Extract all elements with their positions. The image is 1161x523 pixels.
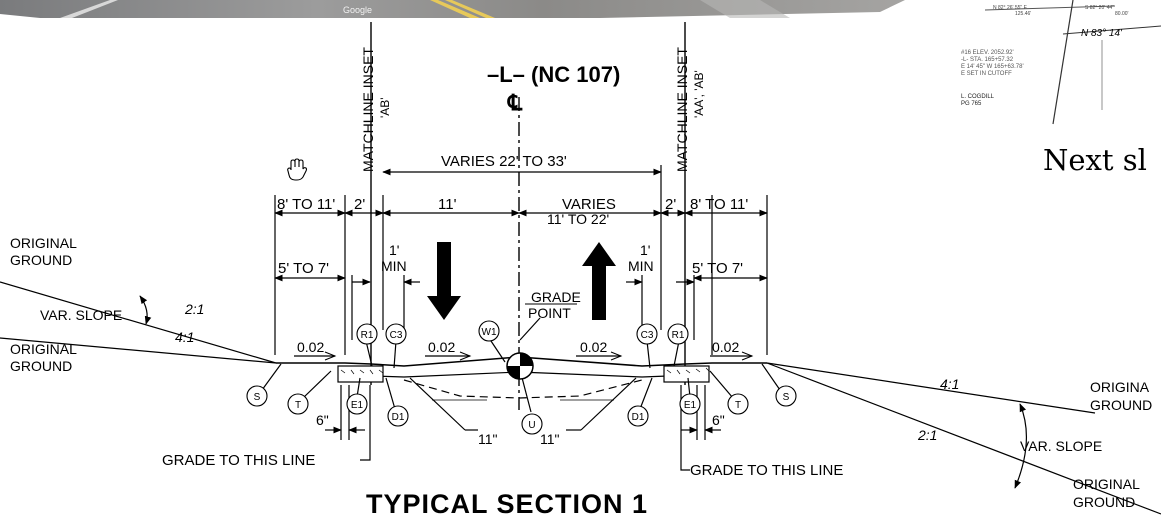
matchline-right-label: MATCHLINE INSET bbox=[674, 47, 690, 172]
slope-right-2to1: 2:1 bbox=[917, 427, 937, 443]
slope-cross-1: 0.02 bbox=[297, 339, 324, 355]
callout-c3-left: C3 bbox=[390, 330, 403, 341]
slope-left-2to1: 2:1 bbox=[184, 301, 204, 317]
dim-left-lane: 11' bbox=[438, 196, 457, 213]
grade-point-2: POINT bbox=[528, 305, 571, 321]
dim-min-right-2: MIN bbox=[628, 258, 654, 274]
dim-varies-total: VARIES 22' TO 33' bbox=[441, 153, 567, 170]
dim-right-sub: 5' TO 7' bbox=[692, 260, 743, 277]
survey-note2: -L- STA. 165+57.32 bbox=[961, 57, 1014, 63]
ground-left-bot-1: ORIGINAL bbox=[10, 341, 77, 357]
grade-point-1: GRADE bbox=[531, 289, 581, 305]
survey-owner: L. COGDILL bbox=[961, 94, 995, 100]
dim-right-shoulder: 8' TO 11' bbox=[690, 196, 748, 213]
survey-line4: 80.00' bbox=[1115, 11, 1129, 17]
dim-six-in-left: 6" bbox=[316, 412, 329, 428]
ground-right-top-2: GROUND bbox=[1090, 397, 1152, 413]
matchline-left-sub: 'AB' bbox=[378, 97, 392, 118]
callout-c3-right: C3 bbox=[641, 330, 654, 341]
matchline-right-sub: 'AA', 'AB' bbox=[692, 70, 706, 118]
dim-right-gutter: 2' bbox=[665, 196, 676, 213]
callout-s-left: S bbox=[254, 392, 261, 403]
ground-right-top-1: ORIGINA bbox=[1090, 379, 1150, 395]
dim-right-varies-range: 11' TO 22' bbox=[547, 211, 609, 227]
slope-right-4to1: 4:1 bbox=[940, 376, 959, 392]
next-slide-preview-text[interactable]: Next sl bbox=[1043, 143, 1147, 177]
centerline-symbol: ℄ bbox=[507, 90, 523, 115]
callout-r1-right: R1 bbox=[672, 330, 685, 341]
slope-cross-3: 0.02 bbox=[580, 339, 607, 355]
slope-cross-2: 0.02 bbox=[428, 339, 455, 355]
ground-right-bot-1: ORIGINAL bbox=[1073, 476, 1140, 492]
matchline-left-label: MATCHLINE INSET bbox=[360, 47, 376, 172]
ground-left-top-2: GROUND bbox=[10, 252, 72, 268]
drawing-title: TYPICAL SECTION 1 bbox=[366, 489, 648, 519]
dim-six-in-right: 6" bbox=[712, 412, 725, 428]
aerial-photo: Google bbox=[0, 0, 905, 18]
survey-line1: N 82° 26' 55" E bbox=[993, 5, 1028, 11]
dim-right-varies: VARIES bbox=[562, 196, 616, 213]
survey-inset-thumbnail: N 82° 26' 55" E 125.46' S 82° 20' 44" 80… bbox=[955, 0, 1161, 128]
callout-w1: W1 bbox=[482, 327, 497, 338]
dim-min-left-1: 1' bbox=[389, 242, 399, 258]
dim-min-right-1: 1' bbox=[640, 242, 650, 258]
slope-right-var: VAR. SLOPE bbox=[1020, 438, 1102, 454]
ground-left-bot-2: GROUND bbox=[10, 358, 72, 374]
callout-d1-left: D1 bbox=[392, 412, 405, 423]
dim-eleven-in-right: 11" bbox=[540, 431, 560, 447]
survey-note3: E 14' 45" W 165+63.78' bbox=[961, 64, 1024, 70]
dim-left-sub: 5' TO 7' bbox=[278, 260, 329, 277]
slope-left-var: VAR. SLOPE bbox=[40, 307, 122, 323]
survey-note4: E SET IN CUTOFF bbox=[961, 71, 1012, 77]
callout-s-right: S bbox=[783, 392, 790, 403]
survey-bearing: N 83° 14' bbox=[1081, 28, 1123, 39]
grade-to-this-line-left: GRADE TO THIS LINE bbox=[162, 452, 315, 469]
hand-cursor-icon[interactable] bbox=[287, 158, 308, 181]
survey-deed: PG 765 bbox=[961, 101, 982, 107]
callout-t-left: T bbox=[295, 400, 301, 411]
survey-line2: 125.46' bbox=[1015, 11, 1031, 17]
callout-t-right: T bbox=[735, 400, 741, 411]
slope-cross-4: 0.02 bbox=[712, 339, 739, 355]
survey-line3: S 82° 20' 44" bbox=[1085, 5, 1114, 11]
callout-d1-right: D1 bbox=[632, 412, 645, 423]
grade-to-this-line-right: GRADE TO THIS LINE bbox=[690, 462, 843, 479]
callout-r1-left: R1 bbox=[361, 330, 374, 341]
slope-left-4to1: 4:1 bbox=[175, 329, 194, 345]
photo-attribution: Google bbox=[343, 5, 372, 15]
dim-eleven-in-left: 11" bbox=[478, 431, 498, 447]
dim-min-left-2: MIN bbox=[381, 258, 407, 274]
callout-e1-left: E1 bbox=[351, 400, 364, 411]
ground-right-bot-2: GROUND bbox=[1073, 494, 1135, 510]
dim-left-gutter: 2' bbox=[354, 196, 365, 213]
survey-note1: #16 ELEV. 2052.92' bbox=[961, 50, 1014, 56]
callout-u: U bbox=[528, 420, 535, 431]
route-designation: –L– (NC 107) bbox=[487, 62, 620, 87]
dim-left-shoulder: 8' TO 11' bbox=[277, 196, 335, 213]
callout-e1-right: E1 bbox=[684, 400, 697, 411]
ground-left-top-1: ORIGINAL bbox=[10, 235, 77, 251]
